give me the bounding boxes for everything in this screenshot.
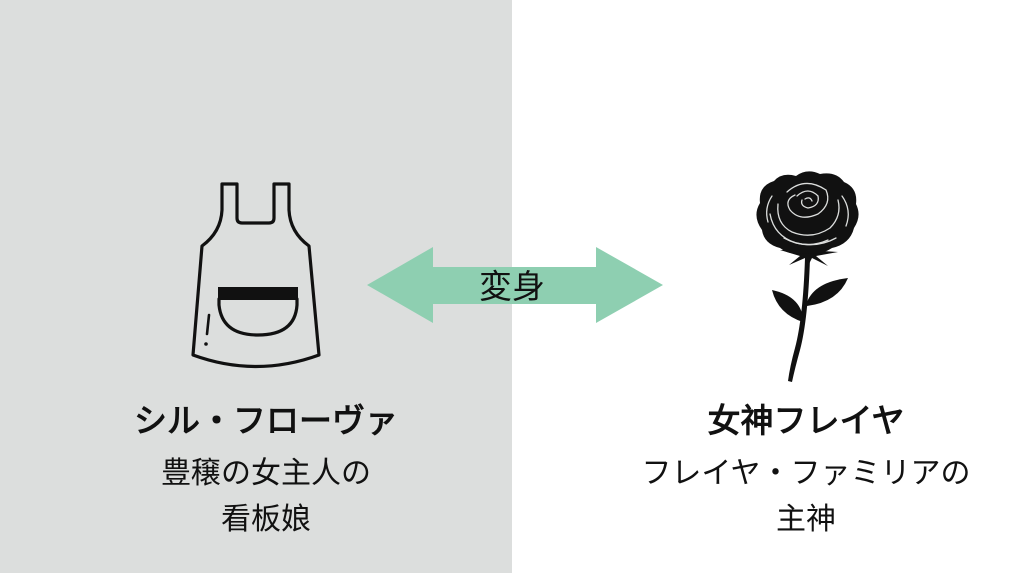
right-title: 女神フレイヤ [707, 401, 905, 440]
rose-icon [756, 171, 859, 382]
transformation-label: 変身 [479, 267, 545, 306]
right-subtitle: フレイヤ・ファミリアの 主神 [606, 451, 1006, 543]
apron-pocket-band [218, 287, 298, 300]
left-caption: シル・フローヴァ 豊穣の女主人の 看板娘 [66, 401, 466, 543]
double-headed-arrow-icon [367, 247, 663, 323]
left-subtitle-line1: 豊穣の女主人の [161, 456, 371, 491]
right-subtitle-line1: フレイヤ・ファミリアの [641, 456, 971, 491]
left-title: シル・フローヴァ [134, 401, 398, 440]
right-caption: 女神フレイヤ フレイヤ・ファミリアの 主神 [606, 401, 1006, 543]
apron-icon [191, 182, 321, 369]
left-subtitle-line2: 看板娘 [221, 502, 311, 537]
apron-stitch-dot [204, 342, 208, 346]
right-subtitle-line2: 主神 [776, 502, 836, 537]
left-subtitle: 豊穣の女主人の 看板娘 [66, 451, 466, 543]
